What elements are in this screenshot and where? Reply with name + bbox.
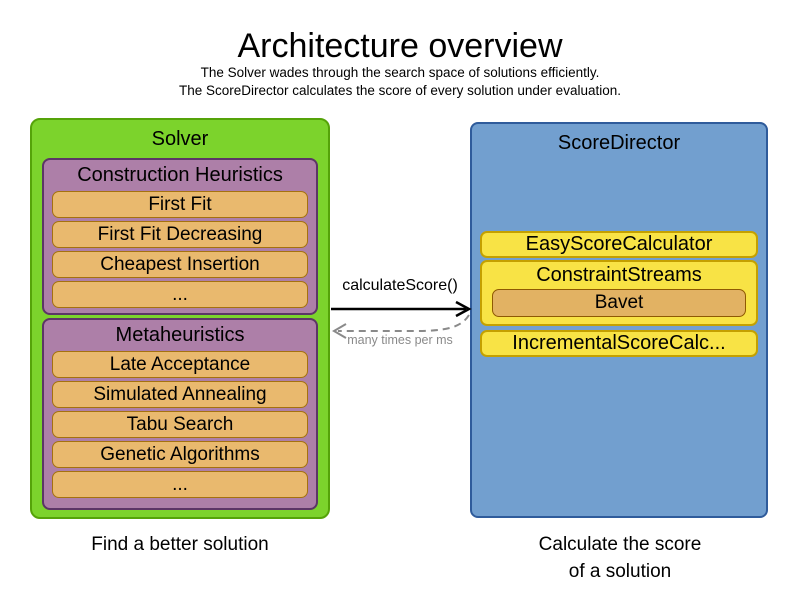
item-genetic-algorithms: Genetic Algorithms — [52, 441, 308, 468]
item-construction-heuristics-more: ... — [52, 281, 308, 308]
construction-heuristics-group: Construction Heuristics First Fit First … — [42, 158, 318, 315]
item-first-fit: First Fit — [52, 191, 308, 218]
solver-box: Solver Construction Heuristics First Fit… — [30, 118, 330, 519]
score-director-caption-line2: of a solution — [568, 561, 672, 582]
score-director-box: ScoreDirector EasyScoreCalculator Constr… — [470, 122, 768, 518]
metaheuristics-title: Metaheuristics — [115, 324, 245, 346]
item-tabu-search: Tabu Search — [52, 411, 308, 438]
diagram-subtitle-line1: The Solver wades through the search spac… — [200, 65, 600, 80]
calc-constraint-streams: ConstraintStreams Bavet — [480, 260, 758, 326]
item-metaheuristics-more: ... — [52, 471, 308, 498]
score-director-caption-line1: Calculate the score — [538, 534, 702, 555]
solver-caption: Find a better solution — [91, 534, 269, 555]
item-cheapest-insertion: Cheapest Insertion — [52, 251, 308, 278]
calc-incremental-score-calculator: IncrementalScoreCalc... — [480, 330, 758, 357]
score-director-caption: Calculate the score of a solution — [470, 531, 770, 585]
item-simulated-annealing: Simulated Annealing — [52, 381, 308, 408]
calculate-score-arrowhead — [455, 300, 472, 318]
metaheuristics-group: Metaheuristics Late Acceptance Simulated… — [42, 318, 318, 510]
construction-heuristics-title: Construction Heuristics — [77, 164, 283, 186]
frequency-label: many times per ms — [347, 333, 453, 347]
calc-easy-score-calculator: EasyScoreCalculator — [480, 231, 758, 258]
score-director-title: ScoreDirector — [557, 132, 681, 154]
diagram-subtitle-line2: The ScoreDirector calculates the score o… — [179, 83, 621, 98]
easy-score-calculator-label: EasyScoreCalculator — [525, 233, 713, 255]
solver-title: Solver — [151, 128, 209, 150]
call-label: calculateScore() — [342, 277, 458, 294]
feedback-arrow-line — [338, 314, 470, 332]
incremental-score-calculator-label: IncrementalScoreCalc... — [512, 332, 726, 354]
constraint-streams-label: ConstraintStreams — [536, 264, 702, 286]
item-late-acceptance: Late Acceptance — [52, 351, 308, 378]
item-bavet: Bavet — [492, 289, 746, 317]
item-first-fit-decreasing: First Fit Decreasing — [52, 221, 308, 248]
diagram-title: Architecture overview — [237, 27, 563, 65]
